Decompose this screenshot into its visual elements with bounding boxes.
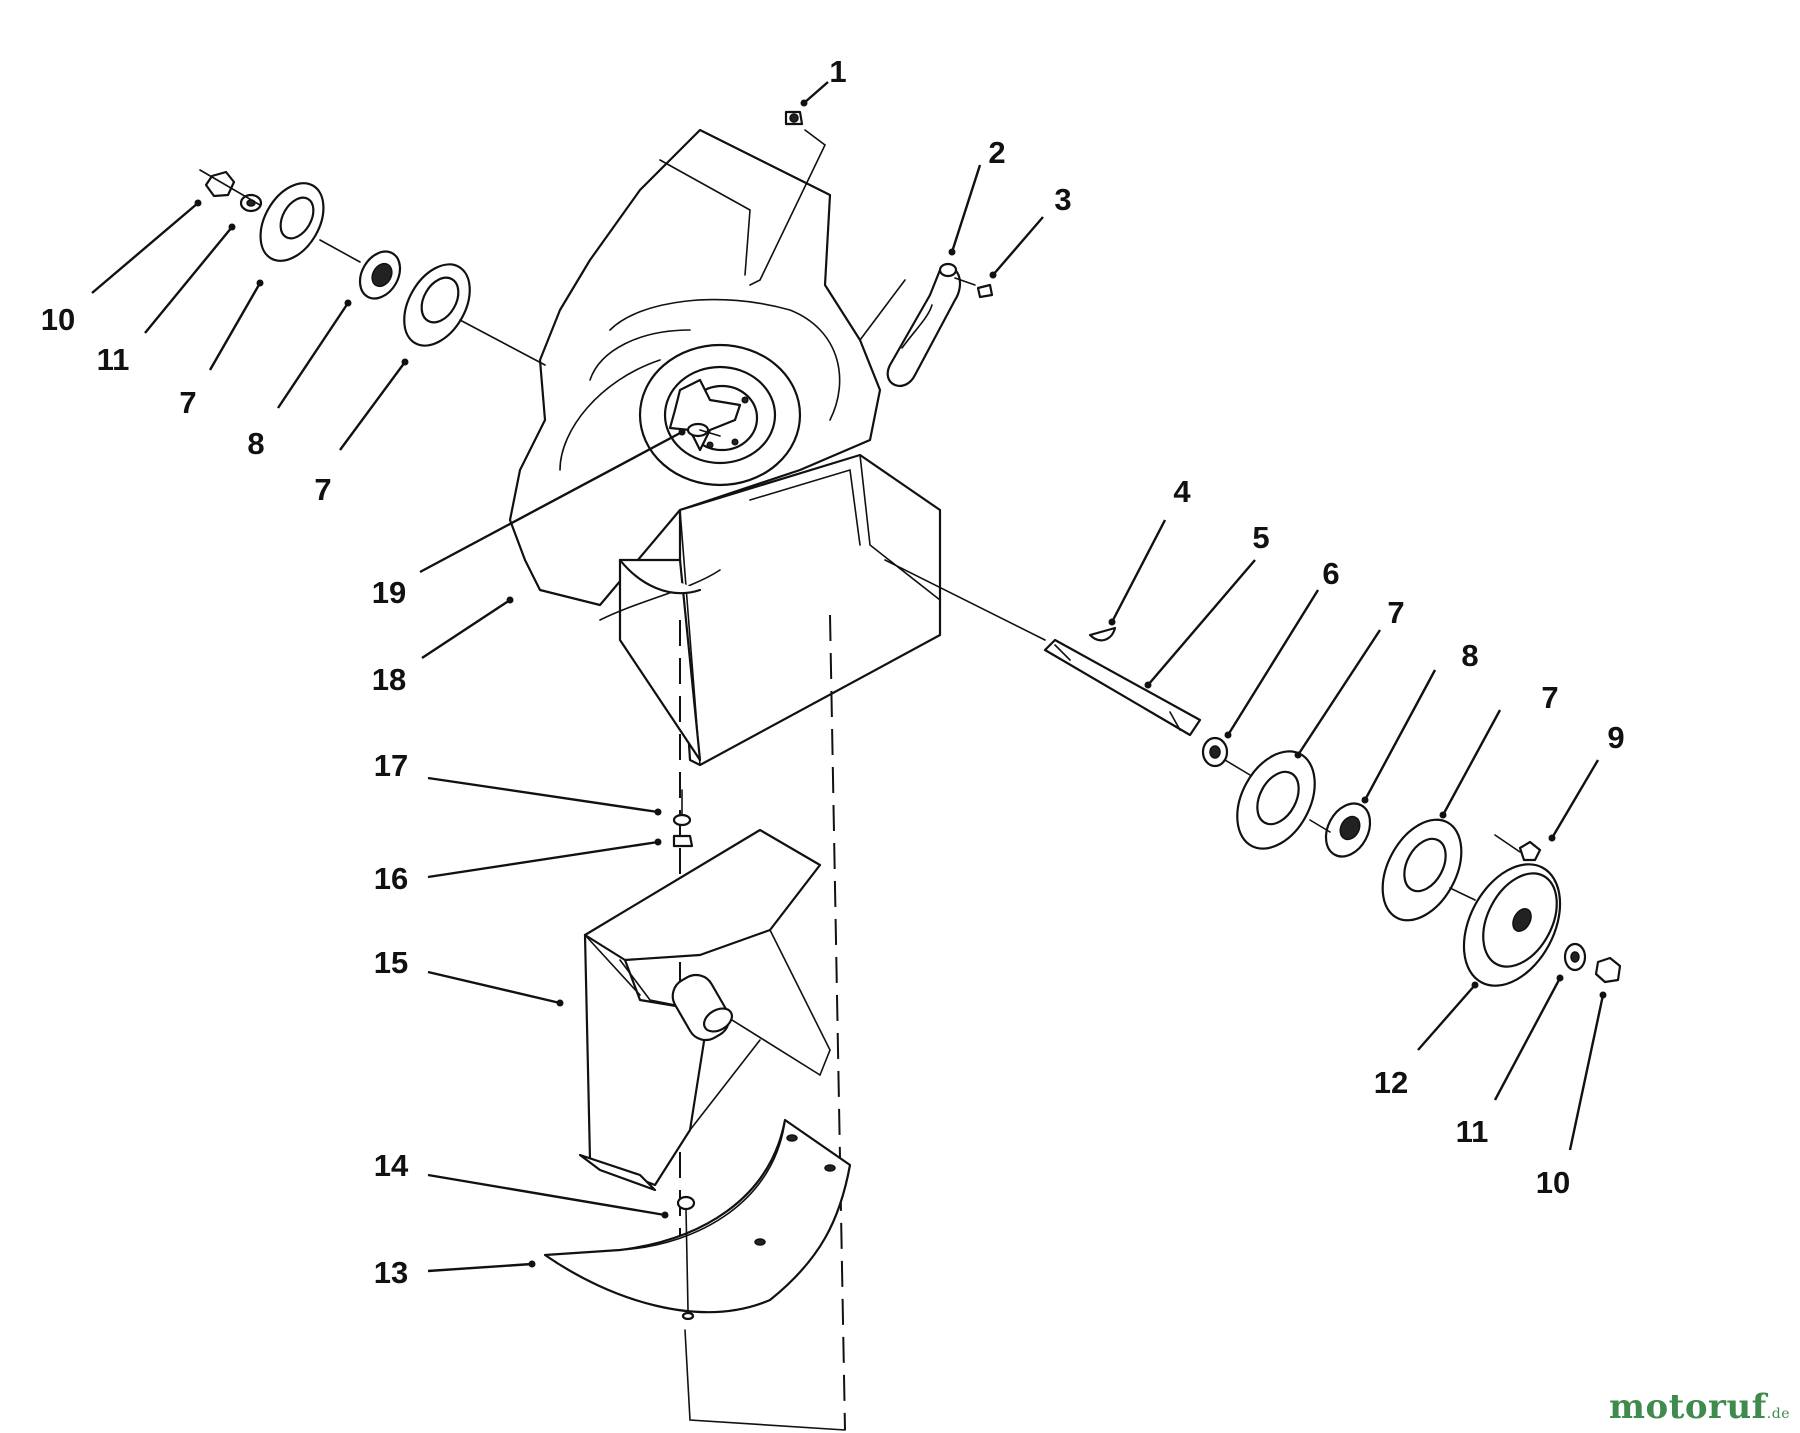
callout-7: 7 (1387, 595, 1404, 630)
pulley-assembly (1462, 863, 1622, 987)
callout-17: 17 (374, 748, 408, 783)
callout-19: 19 (372, 575, 406, 610)
right-bearing-assembly (1224, 750, 1542, 922)
scraper-plate (543, 1118, 852, 1314)
callout-3: 3 (1054, 182, 1071, 217)
watermark-suffix: .de (1766, 1406, 1790, 1422)
left-bearing-assembly (199, 169, 546, 366)
callout-14: 14 (374, 1148, 409, 1183)
callout-numbers: 1 2 3 4 5 6 7 8 7 9 10 11 12 13 14 15 16… (41, 54, 1625, 1290)
callout-7: 7 (179, 385, 196, 420)
callout-8: 8 (247, 426, 264, 461)
callout-10: 10 (1536, 1165, 1570, 1200)
callout-11: 11 (1456, 1114, 1489, 1149)
callout-1: 1 (829, 54, 846, 89)
watermark-text: motoruf (1609, 1387, 1767, 1427)
callout-7: 7 (1541, 680, 1558, 715)
callout-18: 18 (372, 662, 406, 697)
callout-5: 5 (1252, 520, 1269, 555)
leader-lines (91, 81, 1607, 1273)
callout-4: 4 (1173, 474, 1191, 509)
callout-12: 12 (1374, 1065, 1408, 1100)
top-screw (749, 110, 827, 286)
callout-13: 13 (374, 1255, 408, 1290)
hub-flange (668, 378, 742, 452)
callout-11: 11 (97, 342, 130, 377)
callout-10: 10 (41, 302, 75, 337)
callout-8: 8 (1461, 638, 1478, 673)
callout-16: 16 (374, 861, 408, 896)
impeller-shaft (884, 559, 1229, 768)
chute-base-plate (599, 453, 942, 767)
retainer-bracket (859, 262, 994, 387)
lockwasher-nut (672, 789, 694, 848)
watermark-logo: motoruf.de (1609, 1387, 1790, 1427)
callout-2: 2 (988, 135, 1005, 170)
impeller (578, 828, 831, 1192)
callout-7: 7 (314, 472, 331, 507)
callout-15: 15 (374, 945, 408, 980)
carriage-bolt (676, 1195, 696, 1321)
callout-9: 9 (1607, 720, 1624, 755)
callout-6: 6 (1322, 556, 1339, 591)
